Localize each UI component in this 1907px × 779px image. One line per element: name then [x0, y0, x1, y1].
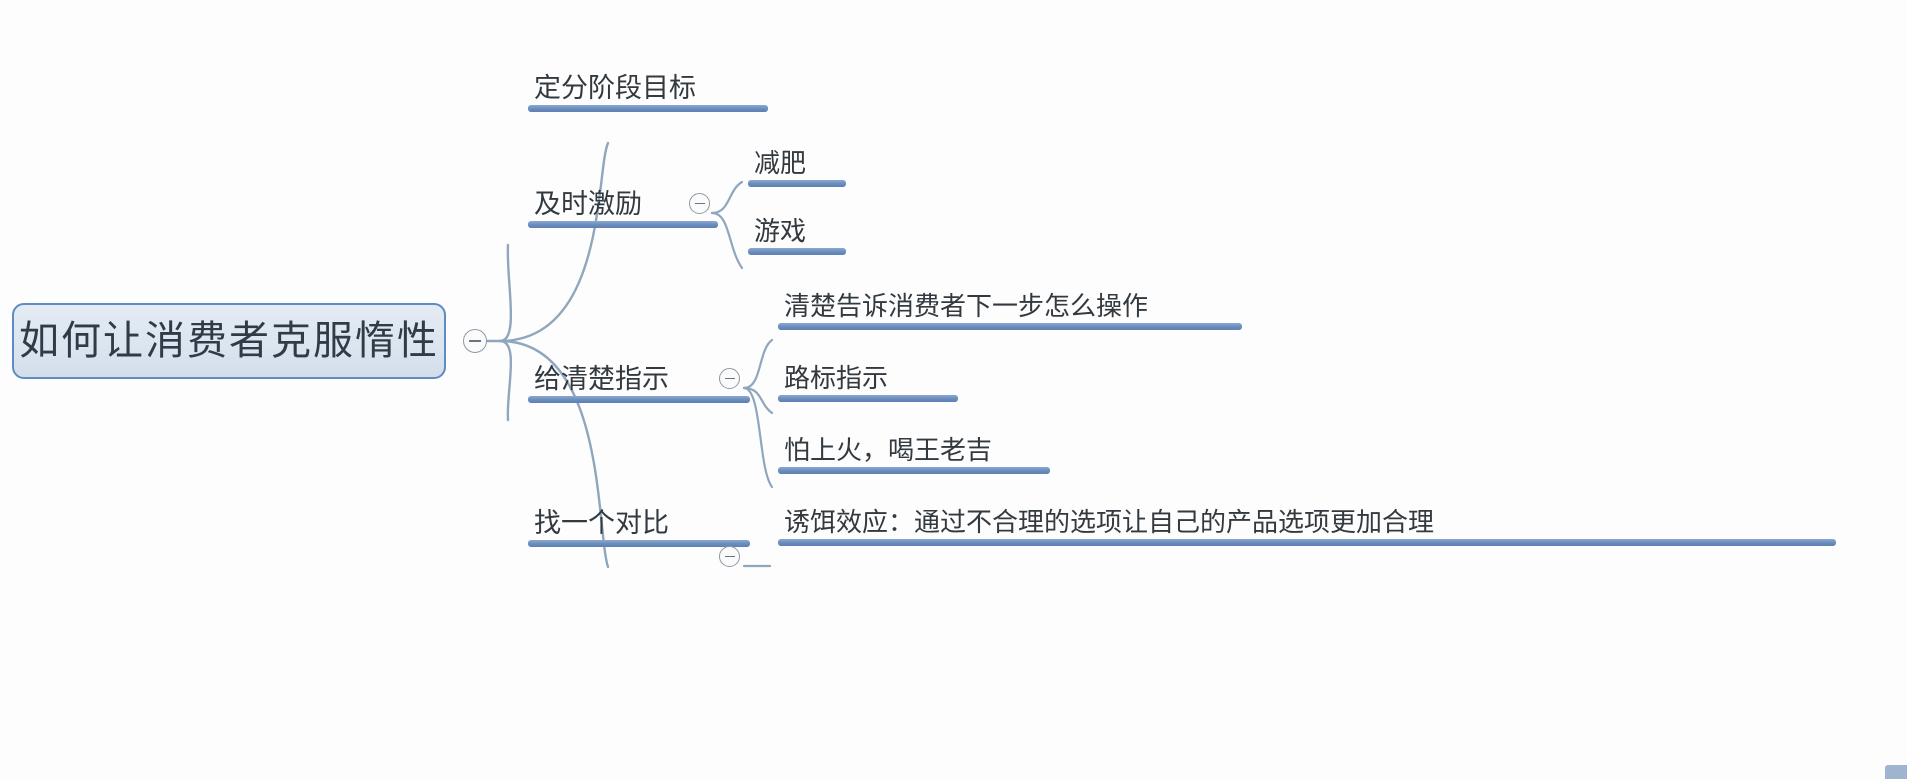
branch-node-4-underline	[528, 540, 750, 548]
corner-artifact	[1885, 765, 1907, 779]
child-node-2-1[interactable]: 减肥	[748, 148, 846, 188]
child-node-3-1-underline	[778, 323, 1242, 331]
child-node-3-1-label: 清楚告诉消费者下一步怎么操作	[784, 291, 1149, 321]
branch-node-4-label: 找一个对比	[534, 508, 669, 538]
child-node-2-1-underline	[748, 180, 846, 188]
child-node-2-1-label: 减肥	[754, 148, 807, 178]
branch-node-3-underline	[528, 396, 750, 404]
child-node-3-3[interactable]: 怕上火，喝王老吉	[778, 435, 1050, 475]
root-node[interactable]: 如何让消费者克服惰性	[12, 303, 446, 379]
branch-node-2-label: 及时激励	[534, 189, 642, 219]
minus-glyph	[469, 340, 481, 342]
collapse-minus-icon-branch-3[interactable]	[719, 368, 740, 389]
child-node-3-2-label: 路标指示	[784, 363, 889, 393]
minus-glyph	[724, 377, 735, 380]
child-node-3-3-label: 怕上火，喝王老吉	[784, 435, 993, 465]
child-node-4-1-underline	[778, 539, 1836, 547]
child-node-3-2-underline	[778, 395, 958, 403]
minus-glyph	[694, 202, 705, 205]
root-node-label: 如何让消费者克服惰性	[19, 319, 439, 363]
child-node-3-2[interactable]: 路标指示	[778, 363, 958, 403]
branch-node-3-label: 给清楚指示	[534, 364, 669, 394]
child-node-2-2-underline	[748, 248, 846, 256]
minus-glyph	[724, 555, 735, 558]
branch-node-1-underline	[528, 105, 768, 113]
collapse-minus-icon-branch-2[interactable]	[689, 193, 710, 214]
branch-node-2[interactable]: 及时激励	[528, 189, 718, 229]
child-node-4-1-label: 诱饵效应：通过不合理的选项让自己的产品选项更加合理	[784, 507, 1435, 537]
branch-node-1-label: 定分阶段目标	[534, 73, 696, 103]
collapse-minus-icon-branch-4[interactable]	[719, 546, 740, 567]
branch-node-2-underline	[528, 221, 718, 229]
collapse-minus-icon-root[interactable]	[463, 329, 487, 353]
child-node-2-2[interactable]: 游戏	[748, 216, 846, 256]
child-node-4-1[interactable]: 诱饵效应：通过不合理的选项让自己的产品选项更加合理	[778, 507, 1836, 547]
branch-node-3[interactable]: 给清楚指示	[528, 364, 750, 404]
child-node-3-3-underline	[778, 467, 1050, 475]
branch-node-1[interactable]: 定分阶段目标	[528, 73, 768, 113]
child-node-3-1[interactable]: 清楚告诉消费者下一步怎么操作	[778, 291, 1242, 331]
branch-node-4[interactable]: 找一个对比	[528, 508, 750, 548]
child-node-2-2-label: 游戏	[754, 216, 807, 246]
